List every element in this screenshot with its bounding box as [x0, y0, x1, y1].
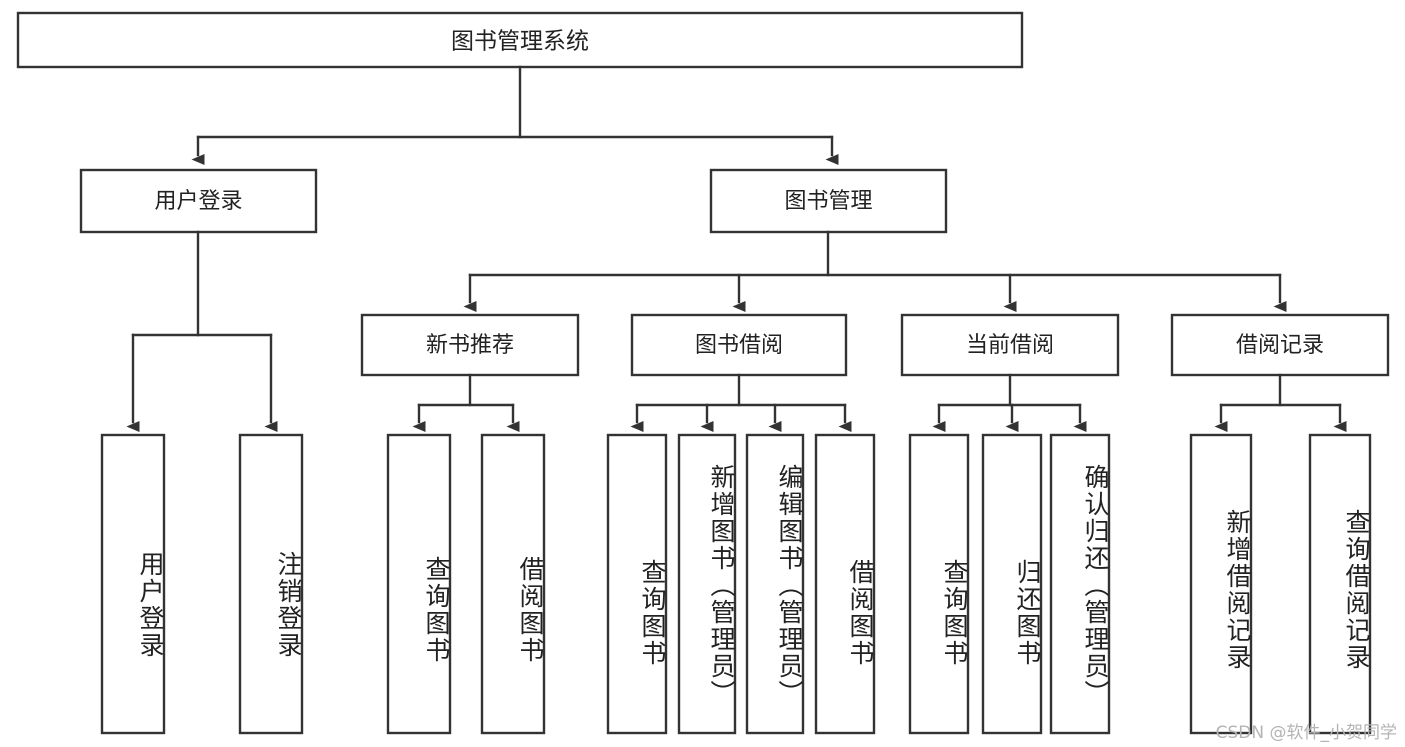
node-level3-1[interactable]: 图书借阅: [630, 313, 848, 377]
node-level3-0-box: [360, 313, 580, 377]
node-level3-0-label: 新书推荐: [426, 333, 514, 358]
connector-root-to-level2: [191, 65, 839, 165]
node-level3-3[interactable]: 借阅记录: [1170, 313, 1390, 377]
node-level3-2-label: 当前借阅: [966, 333, 1054, 358]
connector-current-borrow-to-leaves: [932, 373, 1087, 432]
connector-borrow-record-to-leaves: [1214, 373, 1347, 432]
node-leaf-2-box[interactable]: [386, 433, 452, 735]
connector-new-book-to-leaves: [412, 373, 520, 432]
node-leaf-5-box[interactable]: [677, 433, 737, 735]
node-leaf-10-box[interactable]: [1049, 433, 1111, 735]
connector-borrow-to-leaves: [630, 373, 852, 432]
node-level2-1-label: 图书管理: [784, 189, 872, 214]
node-level2-0-label: 用户登录: [154, 189, 242, 214]
node-level2-1-box: [709, 168, 948, 234]
node-leaf-12-box[interactable]: [1308, 433, 1372, 735]
node-leaf-7-box[interactable]: [814, 433, 876, 735]
node-leaf-4-box[interactable]: [606, 433, 668, 735]
node-level3-3-label: 借阅记录: [1236, 333, 1324, 358]
node-level2-1[interactable]: 图书管理: [709, 168, 948, 234]
node-leaf-0-box[interactable]: [100, 433, 166, 735]
node-level3-2[interactable]: 当前借阅: [900, 313, 1120, 377]
node-leaf-8-box[interactable]: [908, 433, 970, 735]
node-level3-1-label: 图书借阅: [695, 333, 783, 358]
node-root[interactable]: 图书管理系统: [16, 11, 1024, 69]
node-level3-1-box: [630, 313, 848, 377]
node-leaf-1-box[interactable]: [238, 433, 304, 735]
connector-user-login-to-leaves: [126, 230, 278, 432]
leaf-boxes: [100, 433, 1372, 735]
node-leaf-6-box[interactable]: [745, 433, 805, 735]
node-level3-2-box: [900, 313, 1120, 377]
node-leaf-11-box[interactable]: [1189, 433, 1253, 735]
node-level3-3-box: [1170, 313, 1390, 377]
node-leaf-9-box[interactable]: [981, 433, 1043, 735]
node-root-label: 图书管理系统: [451, 29, 589, 55]
node-leaf-3-box[interactable]: [480, 433, 546, 735]
connector-book-mgmt-to-level3: [463, 230, 1287, 312]
node-level3-0[interactable]: 新书推荐: [360, 313, 580, 377]
node-root-box: [16, 11, 1024, 69]
node-level2-0[interactable]: 用户登录: [79, 168, 318, 234]
